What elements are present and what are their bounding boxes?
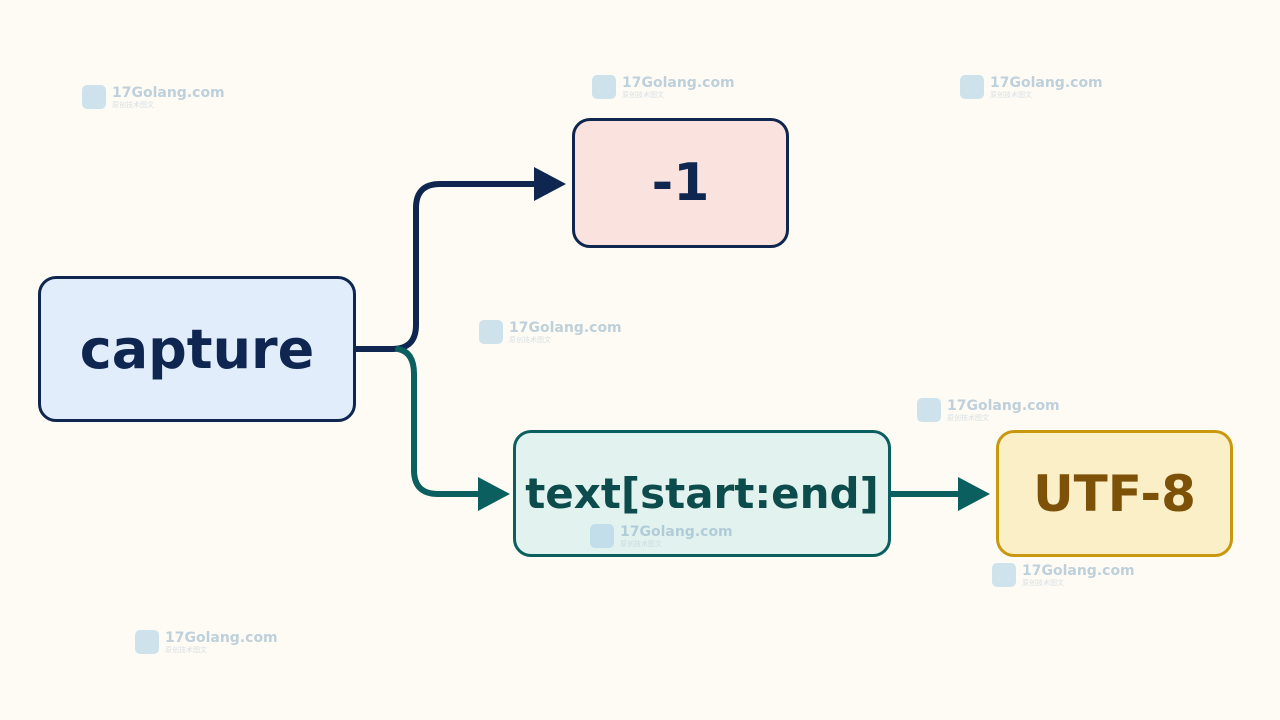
watermark-logo-icon	[135, 630, 159, 654]
watermark: 17Golang.com 原创技术图文	[135, 630, 278, 654]
watermark-logo-icon	[479, 320, 503, 344]
watermark-domain: 17Golang.com	[1022, 562, 1135, 579]
watermark: 17Golang.com 原创技术图文	[590, 524, 733, 548]
watermark: 17Golang.com 原创技术图文	[592, 75, 735, 99]
watermark-domain: 17Golang.com	[112, 84, 225, 101]
node-utf8-label: UTF-8	[1033, 464, 1196, 523]
watermark-subtitle: 原创技术图文	[112, 100, 154, 109]
watermark-subtitle: 原创技术图文	[509, 335, 551, 344]
watermark-logo-icon	[992, 563, 1016, 587]
watermark-domain: 17Golang.com	[165, 629, 278, 646]
watermark-subtitle: 原创技术图文	[620, 539, 662, 548]
node-capture: capture	[38, 276, 356, 422]
arrowhead-slice	[478, 477, 510, 511]
node-minus-one-label: -1	[651, 153, 710, 213]
watermark: 17Golang.com 原创技术图文	[82, 85, 225, 109]
watermark-logo-icon	[590, 524, 614, 548]
watermark: 17Golang.com 原创技术图文	[960, 75, 1103, 99]
arrowhead-minus-one	[534, 167, 566, 201]
watermark-subtitle: 原创技术图文	[165, 645, 207, 654]
watermark-subtitle: 原创技术图文	[990, 90, 1032, 99]
watermark-logo-icon	[82, 85, 106, 109]
arrowhead-utf8	[958, 477, 990, 511]
watermark-domain: 17Golang.com	[509, 319, 622, 336]
node-slice-label: text[start:end]	[525, 469, 879, 518]
watermark-domain: 17Golang.com	[990, 74, 1103, 91]
node-capture-label: capture	[79, 317, 315, 381]
watermark-domain: 17Golang.com	[947, 397, 1060, 414]
watermark-logo-icon	[592, 75, 616, 99]
node-utf8: UTF-8	[996, 430, 1233, 557]
edge-capture-to-slice	[395, 346, 483, 497]
watermark: 17Golang.com 原创技术图文	[992, 563, 1135, 587]
watermark: 17Golang.com 原创技术图文	[479, 320, 622, 344]
watermark-logo-icon	[917, 398, 941, 422]
node-minus-one: -1	[572, 118, 789, 248]
watermark-logo-icon	[960, 75, 984, 99]
watermark-subtitle: 原创技术图文	[1022, 578, 1064, 587]
node-slice: text[start:end]	[513, 430, 891, 557]
watermark-domain: 17Golang.com	[620, 523, 733, 540]
watermark-subtitle: 原创技术图文	[947, 413, 989, 422]
watermark: 17Golang.com 原创技术图文	[917, 398, 1060, 422]
watermark-subtitle: 原创技术图文	[622, 90, 664, 99]
watermark-domain: 17Golang.com	[622, 74, 735, 91]
